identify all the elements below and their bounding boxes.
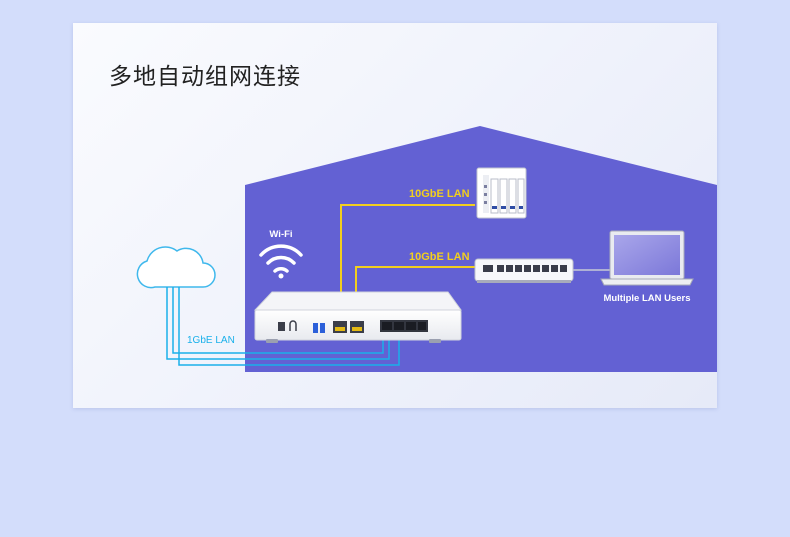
switch-link-label: 10GbE LAN xyxy=(409,251,470,263)
one-gbe-links xyxy=(166,287,400,366)
cloud-link-label: 1GbE LAN xyxy=(187,335,235,346)
laptop-icon xyxy=(600,230,694,286)
cloud-icon xyxy=(136,246,216,289)
wifi-label: Wi-Fi xyxy=(269,229,292,240)
wifi-icon xyxy=(259,244,303,279)
page-title: 多地自动组网连接 xyxy=(109,64,301,90)
network-diagram: Wi-Fi 10GbE LAN xyxy=(136,126,717,372)
lan-users-label: Multiple LAN Users xyxy=(603,293,690,304)
nas-link-label: 10GbE LAN xyxy=(409,188,470,200)
nas-icon xyxy=(476,167,527,219)
diagram-card: 多地自动组网连接 xyxy=(73,23,717,408)
switch-icon xyxy=(474,258,574,283)
router-icon xyxy=(253,291,462,343)
